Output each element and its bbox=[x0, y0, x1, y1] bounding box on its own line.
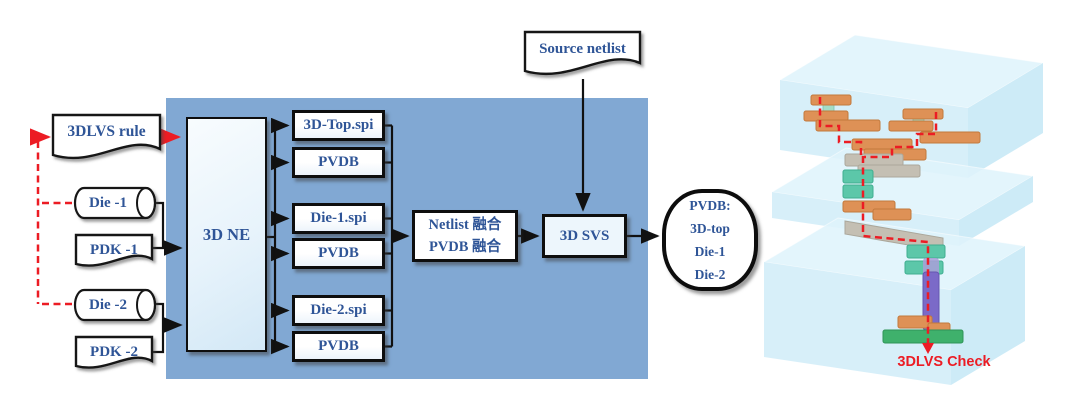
check-branch-left bbox=[818, 97, 863, 156]
pdk1-document-shape bbox=[74, 233, 154, 267]
check-main-trunk bbox=[861, 156, 930, 344]
pdk2-document-shape bbox=[74, 335, 154, 369]
output-box-pvdb-top: PVDB bbox=[292, 147, 385, 178]
rule-dependency-lines bbox=[29, 128, 181, 306]
bond-pad-2 bbox=[842, 184, 874, 199]
substrate-bar bbox=[882, 329, 964, 344]
ne-output-bus bbox=[266, 117, 290, 355]
die2-cylinder-shape bbox=[73, 288, 157, 322]
die1-elbow bbox=[155, 201, 165, 248]
output-box-pvdb-die2: PVDB bbox=[292, 331, 385, 362]
die1-label: Die -1 bbox=[89, 194, 127, 211]
output-box-die1-spi: Die-1.spi bbox=[292, 203, 385, 234]
source-netlist-label: Source netlist bbox=[539, 40, 626, 57]
rule-doc-label: 3DLVS rule bbox=[67, 123, 146, 140]
pdk2-label: PDK -2 bbox=[90, 343, 138, 360]
result-terminator: PVDB: 3D-top Die-1 Die-2 bbox=[662, 189, 758, 291]
svs-box: 3D SVS bbox=[542, 214, 627, 258]
merge-box: Netlist 融合 PVDB 融合 bbox=[412, 210, 518, 262]
bond-pad-1 bbox=[842, 169, 874, 184]
output-box-pvdb-die1: PVDB bbox=[292, 238, 385, 269]
die2-elbow bbox=[155, 302, 165, 325]
stacked-die-illustration: 3DLVS Check bbox=[762, 34, 1045, 385]
merge-box-line1: Netlist 融合 bbox=[428, 217, 502, 233]
die1-cylinder-shape bbox=[73, 186, 157, 220]
check-caption: 3DLVS Check bbox=[897, 354, 991, 370]
output-box-die2-spi: Die-2.spi bbox=[292, 295, 385, 326]
result-line3: Die-1 bbox=[694, 244, 726, 259]
result-line1: PVDB: bbox=[689, 198, 731, 213]
result-line2: 3D-top bbox=[690, 221, 730, 236]
output-box-3dtop-spi: 3D-Top.spi bbox=[292, 110, 385, 141]
bond-pad-3 bbox=[906, 244, 946, 259]
source-netlist-document-shape bbox=[523, 30, 642, 76]
die2-label: Die -2 bbox=[89, 296, 127, 313]
input-connectors bbox=[152, 201, 183, 354]
pdk1-label: PDK -1 bbox=[90, 241, 138, 258]
ne-box: 3D NE bbox=[186, 117, 267, 352]
rule-document-shape bbox=[51, 113, 162, 160]
merge-box-line2: PVDB 融合 bbox=[428, 239, 502, 255]
lvs-check-path bbox=[818, 97, 938, 354]
die-slab-bottom bbox=[762, 217, 1027, 385]
check-arrowhead bbox=[922, 343, 934, 354]
merge-input-bus bbox=[385, 124, 410, 348]
pdk2-elbow bbox=[152, 325, 165, 354]
result-line4: Die-2 bbox=[694, 267, 726, 282]
